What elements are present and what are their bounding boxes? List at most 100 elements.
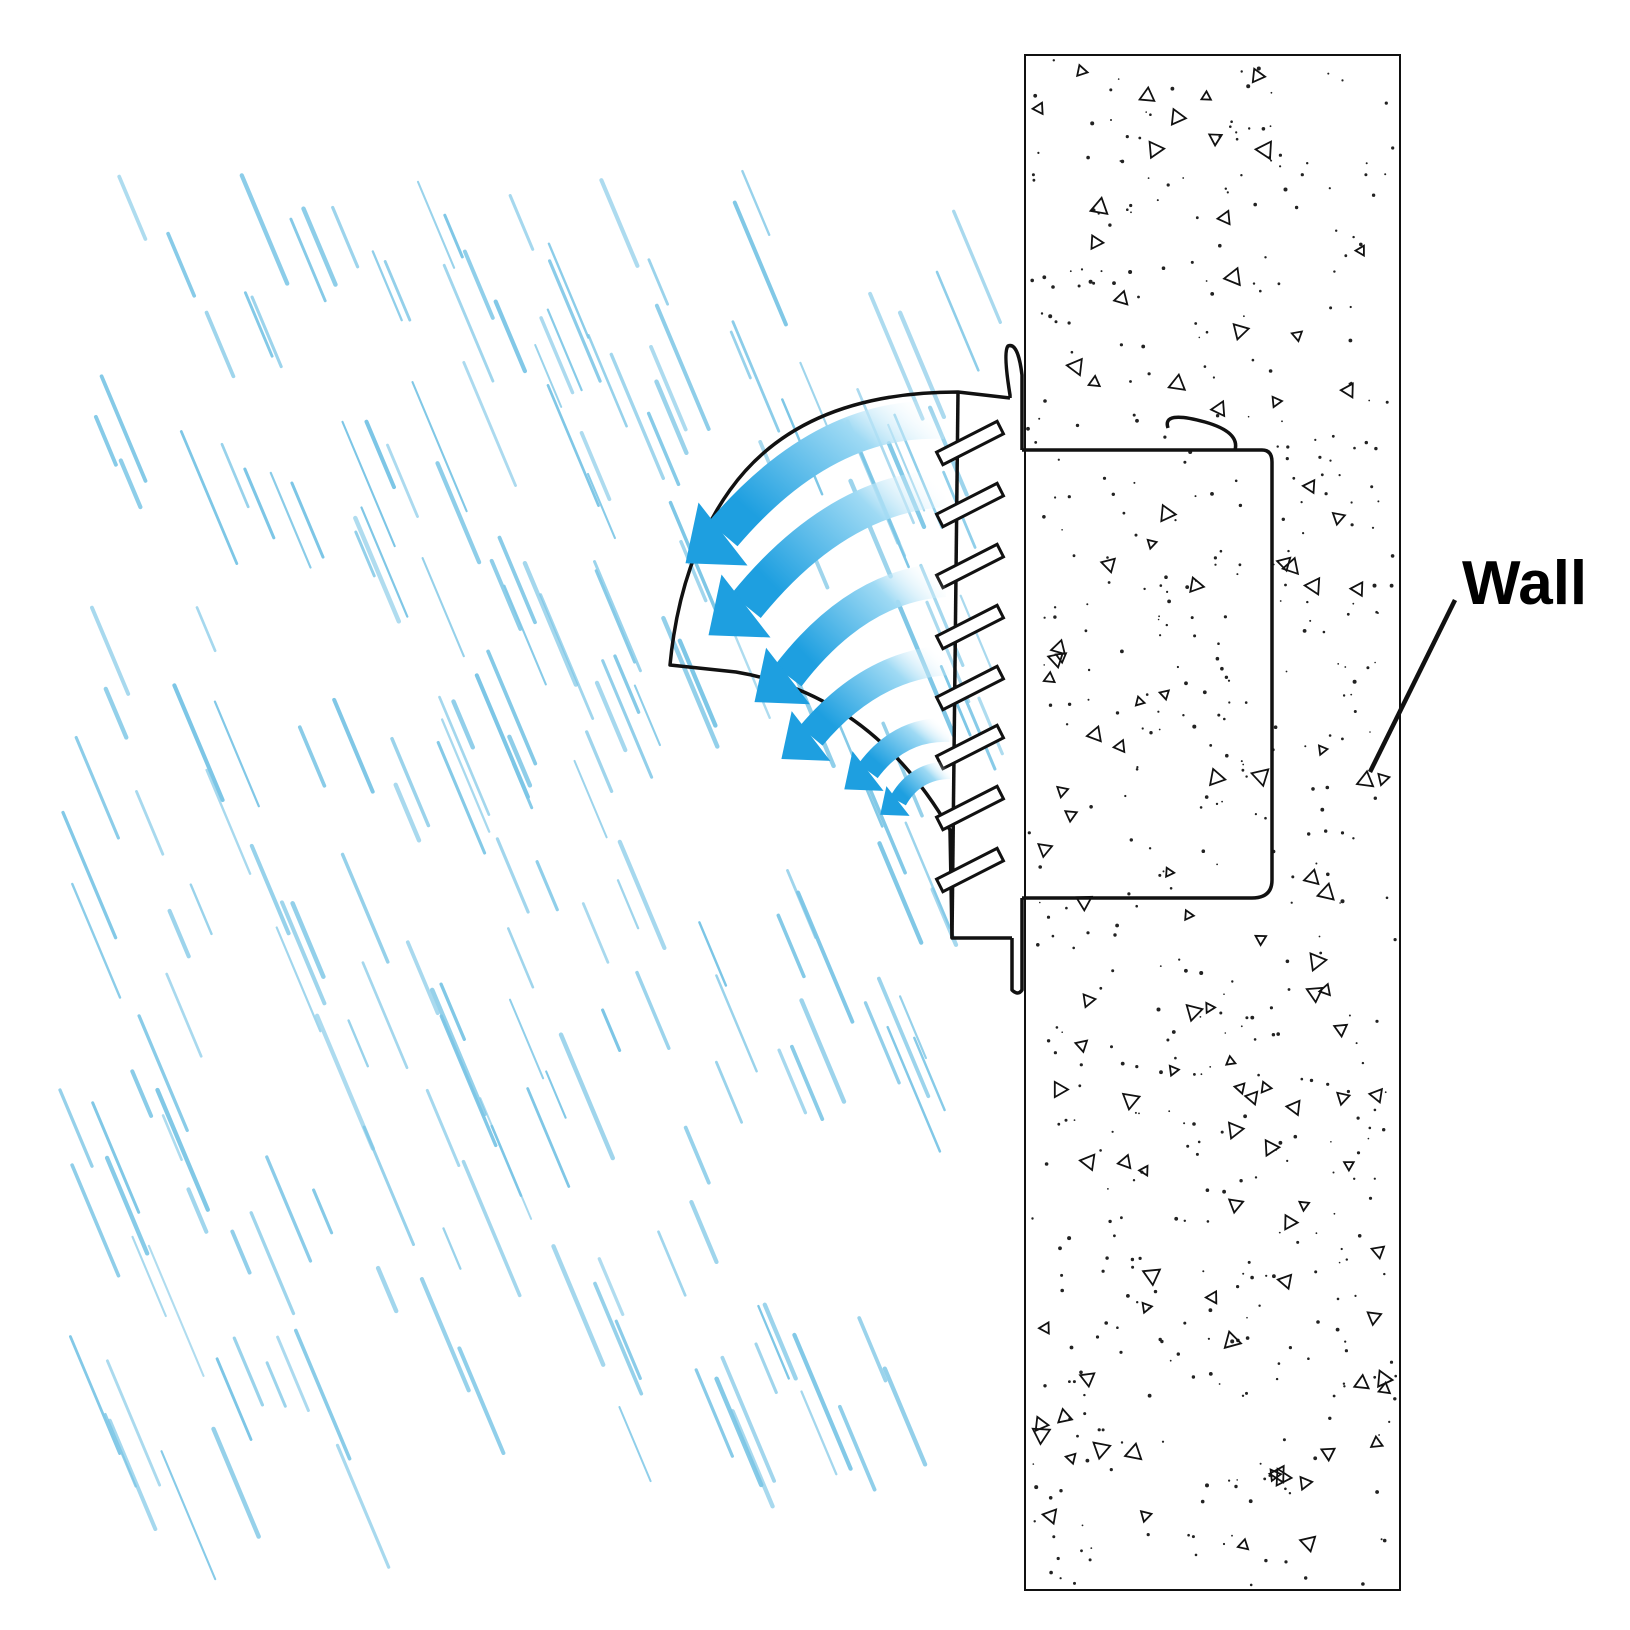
rain-streak (179, 430, 239, 565)
wall-speckle (1279, 600, 1282, 602)
wall-speckle (1109, 88, 1113, 92)
wall-speckle (1338, 1261, 1341, 1264)
wall-speckle (1350, 501, 1353, 504)
rain-streak (952, 209, 1002, 324)
wall-speckle (1326, 872, 1330, 877)
wall-speckle (1194, 495, 1197, 498)
wall-speckle (1367, 1137, 1370, 1140)
wall-speckle (1272, 1274, 1276, 1279)
rain-streak (506, 927, 535, 989)
rain-streak (249, 843, 291, 936)
wall-speckle (1344, 1349, 1348, 1353)
rain-streak (616, 879, 640, 930)
wall-speckle (1191, 1535, 1195, 1539)
wall-speckle (1043, 616, 1046, 619)
wall-speckle (1359, 242, 1363, 247)
wall-speckle (1134, 533, 1138, 537)
wall-speckle (1329, 306, 1333, 310)
wall-speckle (1127, 892, 1131, 896)
wall-speckle (1204, 795, 1209, 799)
wall-speckle (1230, 120, 1233, 123)
rain-streak (904, 821, 952, 929)
wall-speckle (1376, 612, 1379, 614)
wall-speckle (1043, 1384, 1047, 1388)
wall-speckle (1135, 418, 1139, 423)
wall-speckle (1219, 549, 1223, 553)
wall-speckle (1086, 931, 1090, 935)
wall-aggregate (1189, 575, 1206, 594)
vent-louvers (934, 419, 1006, 894)
wall-speckle (1112, 281, 1116, 285)
wall-speckle (1356, 1151, 1361, 1155)
wall-speckle (1166, 590, 1169, 594)
rain-streak (70, 1163, 121, 1278)
wall-speckle (1245, 1016, 1249, 1020)
wall-speckle (1364, 440, 1369, 445)
louver-slat (934, 542, 1006, 590)
rain-streaks-icon (58, 169, 1004, 1581)
wall-speckle (1052, 59, 1056, 62)
wall-speckle (1326, 1082, 1330, 1086)
wall-aggregate (1315, 881, 1335, 901)
wall-speckle (1092, 281, 1096, 285)
wall-speckle (1141, 727, 1144, 730)
wall-speckle (1357, 1234, 1362, 1238)
wall-speckle (1075, 423, 1080, 428)
louver-slat (934, 419, 1006, 467)
wall-speckle (1371, 526, 1375, 529)
wall-speckle (1248, 1499, 1253, 1504)
wall-speckle (1208, 1372, 1213, 1376)
wall-speckle (1259, 289, 1262, 293)
wall-speckle (1364, 173, 1368, 177)
wall-speckle (1231, 1534, 1233, 1537)
wall-aggregate (1348, 580, 1364, 598)
wall-speckle (1220, 666, 1224, 671)
rain-streak (762, 1302, 798, 1381)
wall-speckle (1202, 1270, 1205, 1273)
wall-speckle (1095, 1335, 1100, 1339)
wall-speckle (1277, 1362, 1281, 1365)
rain-streak (714, 1376, 764, 1488)
wall-speckle (1276, 1032, 1280, 1036)
rain-streak (661, 615, 720, 749)
wall-speckle (1384, 173, 1387, 176)
rain-streak (754, 1342, 778, 1395)
wall-speckle (1217, 642, 1220, 645)
wall-speckle (1319, 951, 1323, 955)
rain-streak (204, 310, 236, 379)
rain-streak (265, 1361, 287, 1408)
wall-aggregate (1208, 767, 1228, 787)
wall-speckle (1344, 1340, 1347, 1343)
wall-aggregate (1063, 810, 1079, 824)
rain-streak (440, 718, 491, 833)
wall-aggregate (1148, 140, 1166, 160)
wall-speckle (1053, 1051, 1057, 1055)
wall-speckle (1309, 1078, 1314, 1083)
wall-speckle (1169, 887, 1173, 890)
wall-speckle (1120, 1061, 1125, 1066)
wall-speckle (1147, 1393, 1152, 1398)
wall-aggregate (1253, 934, 1268, 947)
rain-streak (269, 471, 312, 569)
wall-speckle (1124, 794, 1127, 798)
wall-speckle (1252, 282, 1256, 285)
rain-streak (609, 352, 665, 480)
wall-speckle (1352, 235, 1355, 239)
wall-aggregate (1236, 1537, 1250, 1551)
rain-streak (799, 998, 847, 1104)
wall-aggregate (1232, 1082, 1246, 1096)
rain-streak (959, 594, 996, 677)
wall-speckle (1083, 1393, 1086, 1397)
wall-speckle (1159, 584, 1163, 587)
wall-speckle (1375, 1019, 1379, 1023)
wall-speckle (1159, 634, 1162, 637)
wall-speckle (1068, 1380, 1071, 1383)
wall-aggregate (1367, 1087, 1384, 1104)
wall-speckle (1385, 400, 1389, 404)
wall-speckle (1277, 282, 1281, 286)
rain-streak (838, 1404, 877, 1492)
wall-speckle (1193, 1073, 1196, 1076)
wall-speckle (1382, 1128, 1386, 1132)
wall-speckle (1263, 1477, 1267, 1481)
wall-speckle (1385, 896, 1389, 900)
